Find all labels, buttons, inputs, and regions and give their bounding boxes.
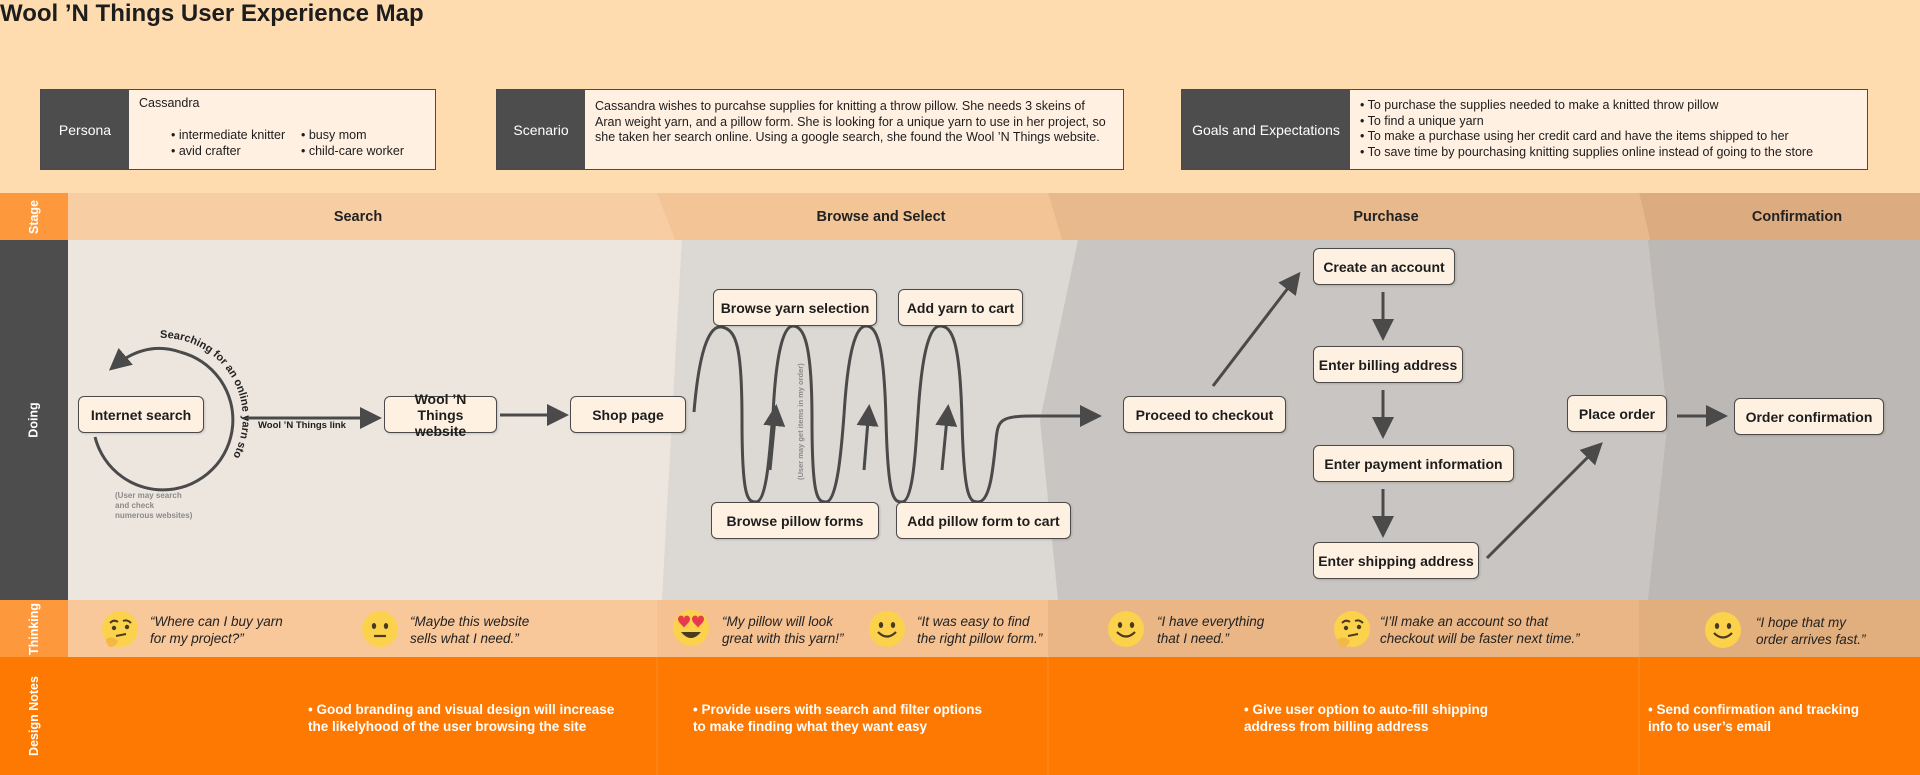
thought-text: “Maybe this website sells what I need.” xyxy=(410,614,530,646)
node-add-pillow: Add pillow form to cart xyxy=(896,502,1071,539)
thought-text: “I hope that my order arrives fast.” xyxy=(1756,615,1866,647)
thinking-face-icon xyxy=(102,611,138,647)
persona-trait: • intermediate knitter xyxy=(171,128,286,142)
persona-name: Cassandra xyxy=(139,96,200,110)
loop-note: (User may search and check numerous webs… xyxy=(115,491,193,520)
stage-search: Search xyxy=(333,209,383,225)
node-order-confirmation: Order confirmation xyxy=(1734,398,1884,435)
design-note: • Good branding and visual design will i… xyxy=(308,702,615,734)
node-shop-page: Shop page xyxy=(570,396,686,433)
persona-trait: • avid crafter xyxy=(171,144,241,158)
neutral-face-icon xyxy=(362,611,398,647)
scenario-label: Scenario xyxy=(497,90,585,169)
thinking-face-icon xyxy=(1334,611,1370,647)
thought-text: “My pillow will look great with this yar… xyxy=(722,614,844,646)
link-label: Wool ’N Things link xyxy=(258,420,346,431)
design-note: • Send confirmation and tracking info to… xyxy=(1648,702,1860,734)
smiling-face-icon xyxy=(1108,611,1144,647)
stage-browse-select: Browse and Select xyxy=(816,209,946,225)
stage-confirmation: Confirmation xyxy=(1751,209,1843,225)
search-loop-arc xyxy=(93,350,235,492)
node-add-yarn: Add yarn to cart xyxy=(898,289,1023,326)
persona-trait: • child-care worker xyxy=(301,144,405,158)
scenario-text: Cassandra wishes to purcahse supplies fo… xyxy=(595,99,1106,144)
node-website: Wool ’N Things website xyxy=(384,391,497,439)
node-internet-search: Internet search xyxy=(78,396,204,433)
design-note: • Give user option to auto-fill shipping… xyxy=(1244,702,1488,734)
thought-text: “I have everything that I need.” xyxy=(1157,614,1265,646)
browse-note: (User may get items in my order) xyxy=(796,363,805,480)
goal-item: • To make a purchase using her credit ca… xyxy=(1360,129,1789,143)
searching-loop-label: Searching for an online yarn store xyxy=(0,0,252,461)
design-note: • Provide users with search and filter o… xyxy=(693,702,983,734)
node-create-account: Create an account xyxy=(1313,248,1455,285)
goal-item: • To save time by pourchasing knitting s… xyxy=(1360,144,1814,159)
page-title: Wool ’N Things User Experience Map xyxy=(0,0,424,27)
node-browse-pillow: Browse pillow forms xyxy=(711,502,879,539)
node-place-order: Place order xyxy=(1567,395,1667,432)
thought-text: “Where can I buy yarn for my project?” xyxy=(150,614,283,646)
goal-item: • To find a unique yarn xyxy=(1360,113,1484,128)
thought-text: “It was easy to find the right pillow fo… xyxy=(917,614,1043,646)
thought-text: “I’ll make an account so that checkout w… xyxy=(1380,614,1580,646)
persona-label: Persona xyxy=(41,90,129,169)
goals-label: Goals and Expectations xyxy=(1182,90,1350,169)
persona-trait: • busy mom xyxy=(301,128,367,142)
heart-eyes-face-icon xyxy=(673,610,709,646)
smiling-face-icon xyxy=(869,611,905,647)
node-payment: Enter payment information xyxy=(1313,445,1514,482)
node-shipping: Enter shipping address xyxy=(1313,542,1479,579)
smiling-face-icon xyxy=(1705,612,1741,648)
stage-purchase: Purchase xyxy=(1353,209,1419,225)
goal-item: • To purchase the supplies needed to mak… xyxy=(1360,98,1719,112)
node-browse-yarn: Browse yarn selection xyxy=(713,289,877,326)
scenario-box: Scenario Cassandra wishes to purcahse su… xyxy=(496,89,1124,170)
persona-box: Persona Cassandra • intermediate knitter… xyxy=(40,89,436,170)
node-billing: Enter billing address xyxy=(1313,346,1463,383)
goals-box: Goals and Expectations • To purchase the… xyxy=(1181,89,1868,170)
node-checkout: Proceed to checkout xyxy=(1123,396,1286,433)
